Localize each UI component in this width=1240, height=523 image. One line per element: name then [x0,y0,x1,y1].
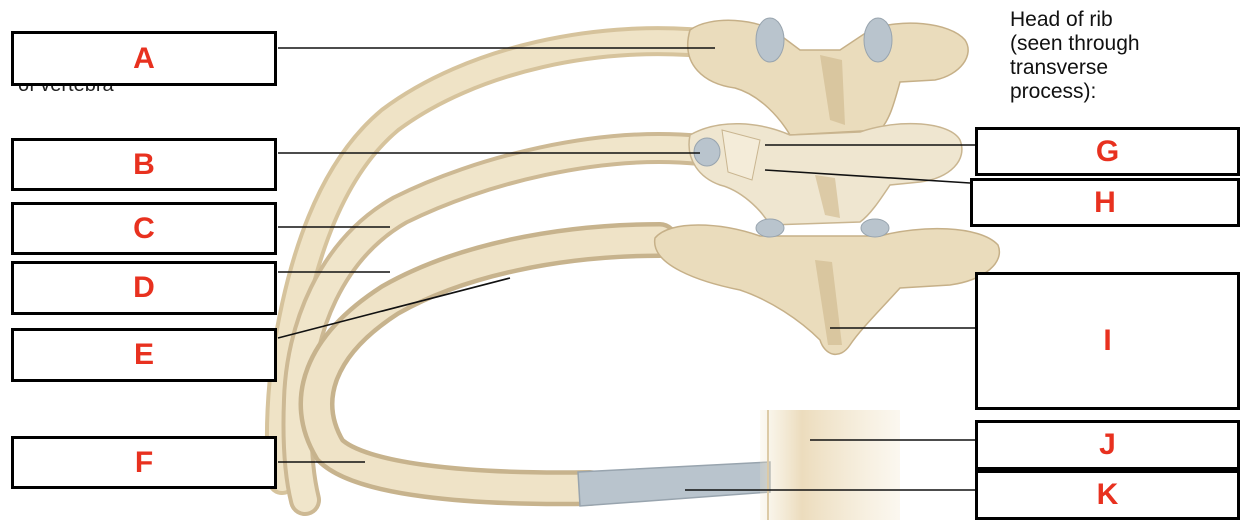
note-line-3: transverse [1010,56,1140,80]
label-box-k[interactable]: K [975,470,1240,520]
label-box-i[interactable]: I [975,272,1240,410]
lower-rib [317,240,661,488]
label-e: E [134,338,154,372]
label-d: D [133,271,155,305]
label-f: F [135,446,153,480]
label-box-f[interactable]: F [11,436,277,489]
label-i: I [1103,324,1111,358]
label-c: C [133,212,155,246]
label-box-a[interactable]: A [11,31,277,86]
note-line-2: (seen through [1010,32,1140,56]
label-j: J [1099,428,1116,462]
label-h: H [1094,186,1116,220]
label-k: K [1097,478,1119,512]
label-box-g[interactable]: G [975,127,1240,176]
upper-vertebra [688,18,968,135]
label-box-c[interactable]: C [11,202,277,255]
costal-cartilage [578,462,770,506]
label-g: G [1096,135,1119,169]
lower-vertebra [655,219,1000,354]
label-box-d[interactable]: D [11,261,277,315]
sternum [760,410,900,520]
label-box-b[interactable]: B [11,138,277,191]
label-box-h[interactable]: H [970,178,1240,227]
note-line-1: Head of rib [1010,8,1140,32]
label-box-j[interactable]: J [975,420,1240,470]
head-of-rib-note: Head of rib (seen through transverse pro… [1010,8,1140,104]
label-a: A [133,42,155,76]
label-box-e[interactable]: E [11,328,277,382]
label-b: B [133,148,155,182]
note-line-4: process): [1010,80,1140,104]
